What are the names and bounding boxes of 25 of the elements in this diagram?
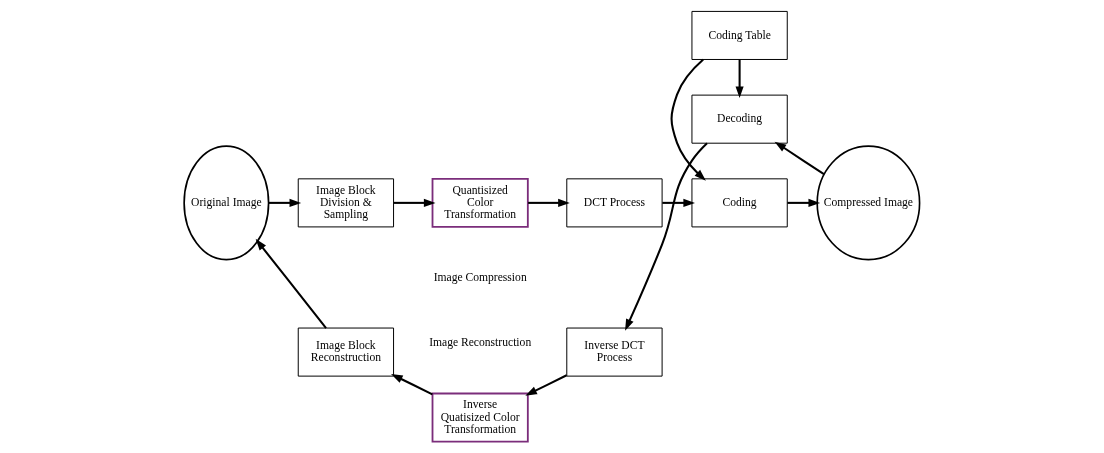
arrow: [662, 198, 695, 207]
arrow: [525, 374, 568, 396]
arrow: [625, 142, 708, 331]
node-box: Decoding: [691, 94, 788, 144]
node-box: Image Block Reconstruction: [297, 327, 395, 377]
arrow: [391, 373, 433, 396]
node-box: Coding: [691, 178, 788, 228]
label: Image Reconstruction: [429, 336, 532, 350]
node-box: Inverse Quatisized Color Transformation: [431, 392, 529, 443]
node-box: DCT Process: [566, 178, 663, 228]
node-box: Image Block Division & Sampling: [297, 178, 395, 228]
arrow: [774, 141, 825, 175]
node-ellipse: Original Image: [183, 145, 270, 261]
arrow: [528, 198, 570, 207]
label: Image Compression: [433, 270, 527, 284]
node-box: Inverse DCT Process: [566, 327, 663, 377]
arrow: [787, 198, 821, 207]
arrow: [268, 198, 302, 207]
node-box: Quantisized Color Transformation: [431, 177, 529, 228]
arrow: [393, 198, 436, 207]
arrow: [670, 58, 706, 181]
arrow: [255, 238, 327, 329]
node-box: Coding Table: [691, 10, 788, 60]
node-circle: Compressed Image: [816, 145, 921, 261]
arrow: [735, 59, 744, 99]
